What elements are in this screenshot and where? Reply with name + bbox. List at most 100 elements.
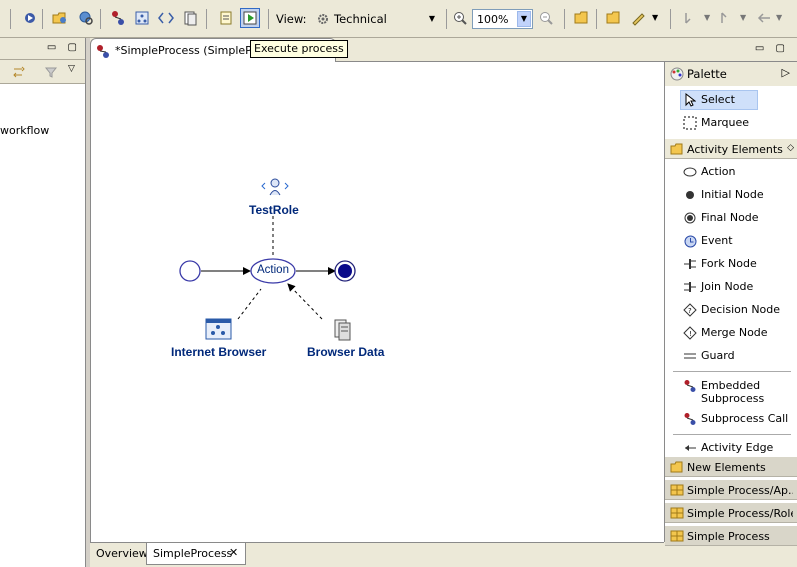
next-annotation-button[interactable]: [680, 8, 700, 28]
drawer-simple-process[interactable]: Simple Process: [665, 525, 797, 546]
palette-icon: [670, 67, 684, 81]
action-label: Action: [257, 264, 289, 276]
view-menu-icon[interactable]: ▽: [68, 64, 75, 74]
svg-text:!: !: [689, 330, 692, 338]
toolbar-separator: [42, 9, 43, 29]
editor-tab-title: *SimpleProcess (SimpleProce: [115, 44, 265, 57]
drawer-label: Simple Process/Ap...: [687, 484, 793, 497]
grid-folder-icon: [670, 484, 684, 496]
drawer-simple-process-roles[interactable]: Simple Process/Roles: [665, 502, 797, 523]
toolbar-separator: [564, 9, 565, 29]
back-button[interactable]: [754, 8, 774, 28]
drawer-simple-process-ap[interactable]: Simple Process/Ap...: [665, 479, 797, 500]
drawer-label: Simple Process: [687, 530, 770, 543]
folder-globe-icon: [52, 12, 66, 24]
minimize-maximize-icon[interactable]: ▭ ▢: [46, 42, 81, 53]
palette-item-label: Marquee: [701, 116, 750, 129]
role-label: TestRole: [249, 203, 299, 217]
palette-header[interactable]: Palette ▷: [665, 62, 797, 86]
palette-item-label: Fork Node: [701, 257, 757, 270]
diagram-canvas[interactable]: TestRole Action Internet Browser Browser…: [90, 62, 664, 542]
chevron-down-icon[interactable]: ▼: [740, 13, 747, 22]
tab-simpleprocess[interactable]: SimpleProcess ✕: [146, 543, 246, 565]
chevron-down-icon[interactable]: ▼: [776, 13, 783, 22]
collapse-palette-icon[interactable]: ▷: [781, 66, 790, 79]
palette-item-label: Guard: [701, 349, 735, 362]
data-document-icon: [334, 319, 351, 341]
palette-item-fork-node[interactable]: Fork Node: [665, 254, 797, 274]
palette-item-join-node[interactable]: Join Node: [665, 277, 797, 297]
palette-item-label: Activity Edge: [701, 441, 774, 454]
properties-sheet-icon: [220, 11, 232, 25]
debug-run-button[interactable]: [20, 8, 40, 28]
run-config-icon: [25, 13, 35, 23]
palette-item-decision-node[interactable]: ? Decision Node: [665, 300, 797, 320]
tab-overview[interactable]: Overview: [96, 547, 148, 560]
toolbar-separator: [100, 9, 101, 29]
palette-item-final-node[interactable]: Final Node: [665, 208, 797, 228]
final-node-inner: [338, 264, 352, 278]
palette-item-merge-node[interactable]: ! Merge Node: [665, 323, 797, 343]
merge-node-icon: !: [683, 326, 697, 340]
pen-button[interactable]: [628, 8, 648, 28]
minimize-maximize-icon[interactable]: ▭ ▢: [754, 43, 789, 54]
open-file-button[interactable]: [604, 8, 624, 28]
view-selector[interactable]: Technical ▼: [313, 9, 441, 29]
palette-tool-select[interactable]: Select: [665, 90, 797, 110]
zoom-value: 100%: [477, 13, 509, 26]
code-brackets-icon: [158, 12, 174, 24]
palette-item-subprocess-call[interactable]: Subprocess Call: [665, 409, 797, 429]
palette-item-label: Subprocess: [701, 392, 765, 405]
pin-icon[interactable]: ◇: [787, 143, 794, 153]
palette-item-initial-node[interactable]: Initial Node: [665, 185, 797, 205]
folder-open-icon: [574, 11, 588, 24]
zoom-out-button[interactable]: [536, 8, 556, 28]
toolbar-separator: [206, 9, 207, 29]
chevron-down-icon: ▼: [428, 14, 435, 23]
tree-item[interactable]: workflow: [0, 124, 50, 137]
palette-item-event[interactable]: Event: [665, 231, 797, 251]
decision-node-icon: ?: [683, 303, 697, 317]
drawer-new-elements[interactable]: New Elements: [665, 456, 797, 477]
palette-divider: [673, 371, 791, 372]
chevron-down-icon[interactable]: ▼: [704, 13, 711, 22]
open-folder-button[interactable]: [572, 8, 592, 28]
drawer-activity-elements[interactable]: Activity Elements ◇: [665, 138, 797, 159]
palette-tool-marquee[interactable]: Marquee: [665, 113, 797, 133]
next-annotation-icon: [685, 13, 691, 24]
execute-process-button[interactable]: [240, 8, 260, 28]
open-project-button[interactable]: [50, 8, 70, 28]
palette-item-label: Decision Node: [701, 303, 781, 316]
filter-icon: [44, 67, 58, 78]
palette-item-embedded-subprocess[interactable]: Embedded Subprocess: [665, 376, 797, 406]
event-clock-icon: [683, 234, 697, 248]
final-node-icon: [683, 211, 697, 225]
subprocess-call-icon: [683, 412, 697, 426]
toolbar-separator: [596, 9, 597, 29]
properties-button[interactable]: [216, 8, 236, 28]
edge-arrow-icon: [683, 441, 697, 454]
search-button[interactable]: [76, 8, 96, 28]
close-icon[interactable]: ✕: [229, 546, 239, 559]
guard-icon: [683, 349, 697, 363]
prev-annotation-icon: [721, 12, 727, 23]
palette-item-label: Embedded: [701, 379, 761, 392]
palette-item-guard[interactable]: Guard: [665, 346, 797, 366]
chevron-down-icon[interactable]: ▼: [652, 13, 659, 22]
svg-text:?: ?: [688, 307, 692, 315]
prev-annotation-button[interactable]: [716, 8, 736, 28]
layout-button[interactable]: [132, 8, 152, 28]
zoom-combo[interactable]: 100% ▼: [472, 9, 533, 29]
code-button[interactable]: [156, 8, 176, 28]
person-role-icon: [261, 178, 289, 196]
drawer-label: New Elements: [687, 461, 766, 474]
browser-label: Internet Browser: [171, 345, 267, 359]
toolbar-separator: [670, 9, 671, 29]
data-button[interactable]: [180, 8, 200, 28]
zoom-in-button[interactable]: [450, 8, 470, 28]
palette-item-action[interactable]: Action: [665, 162, 797, 182]
chevron-down-icon[interactable]: ▼: [517, 11, 531, 27]
palette-item-activity-edge[interactable]: Activity Edge: [665, 438, 797, 454]
subprocess-button[interactable]: [108, 8, 128, 28]
palette-divider: [673, 434, 791, 435]
